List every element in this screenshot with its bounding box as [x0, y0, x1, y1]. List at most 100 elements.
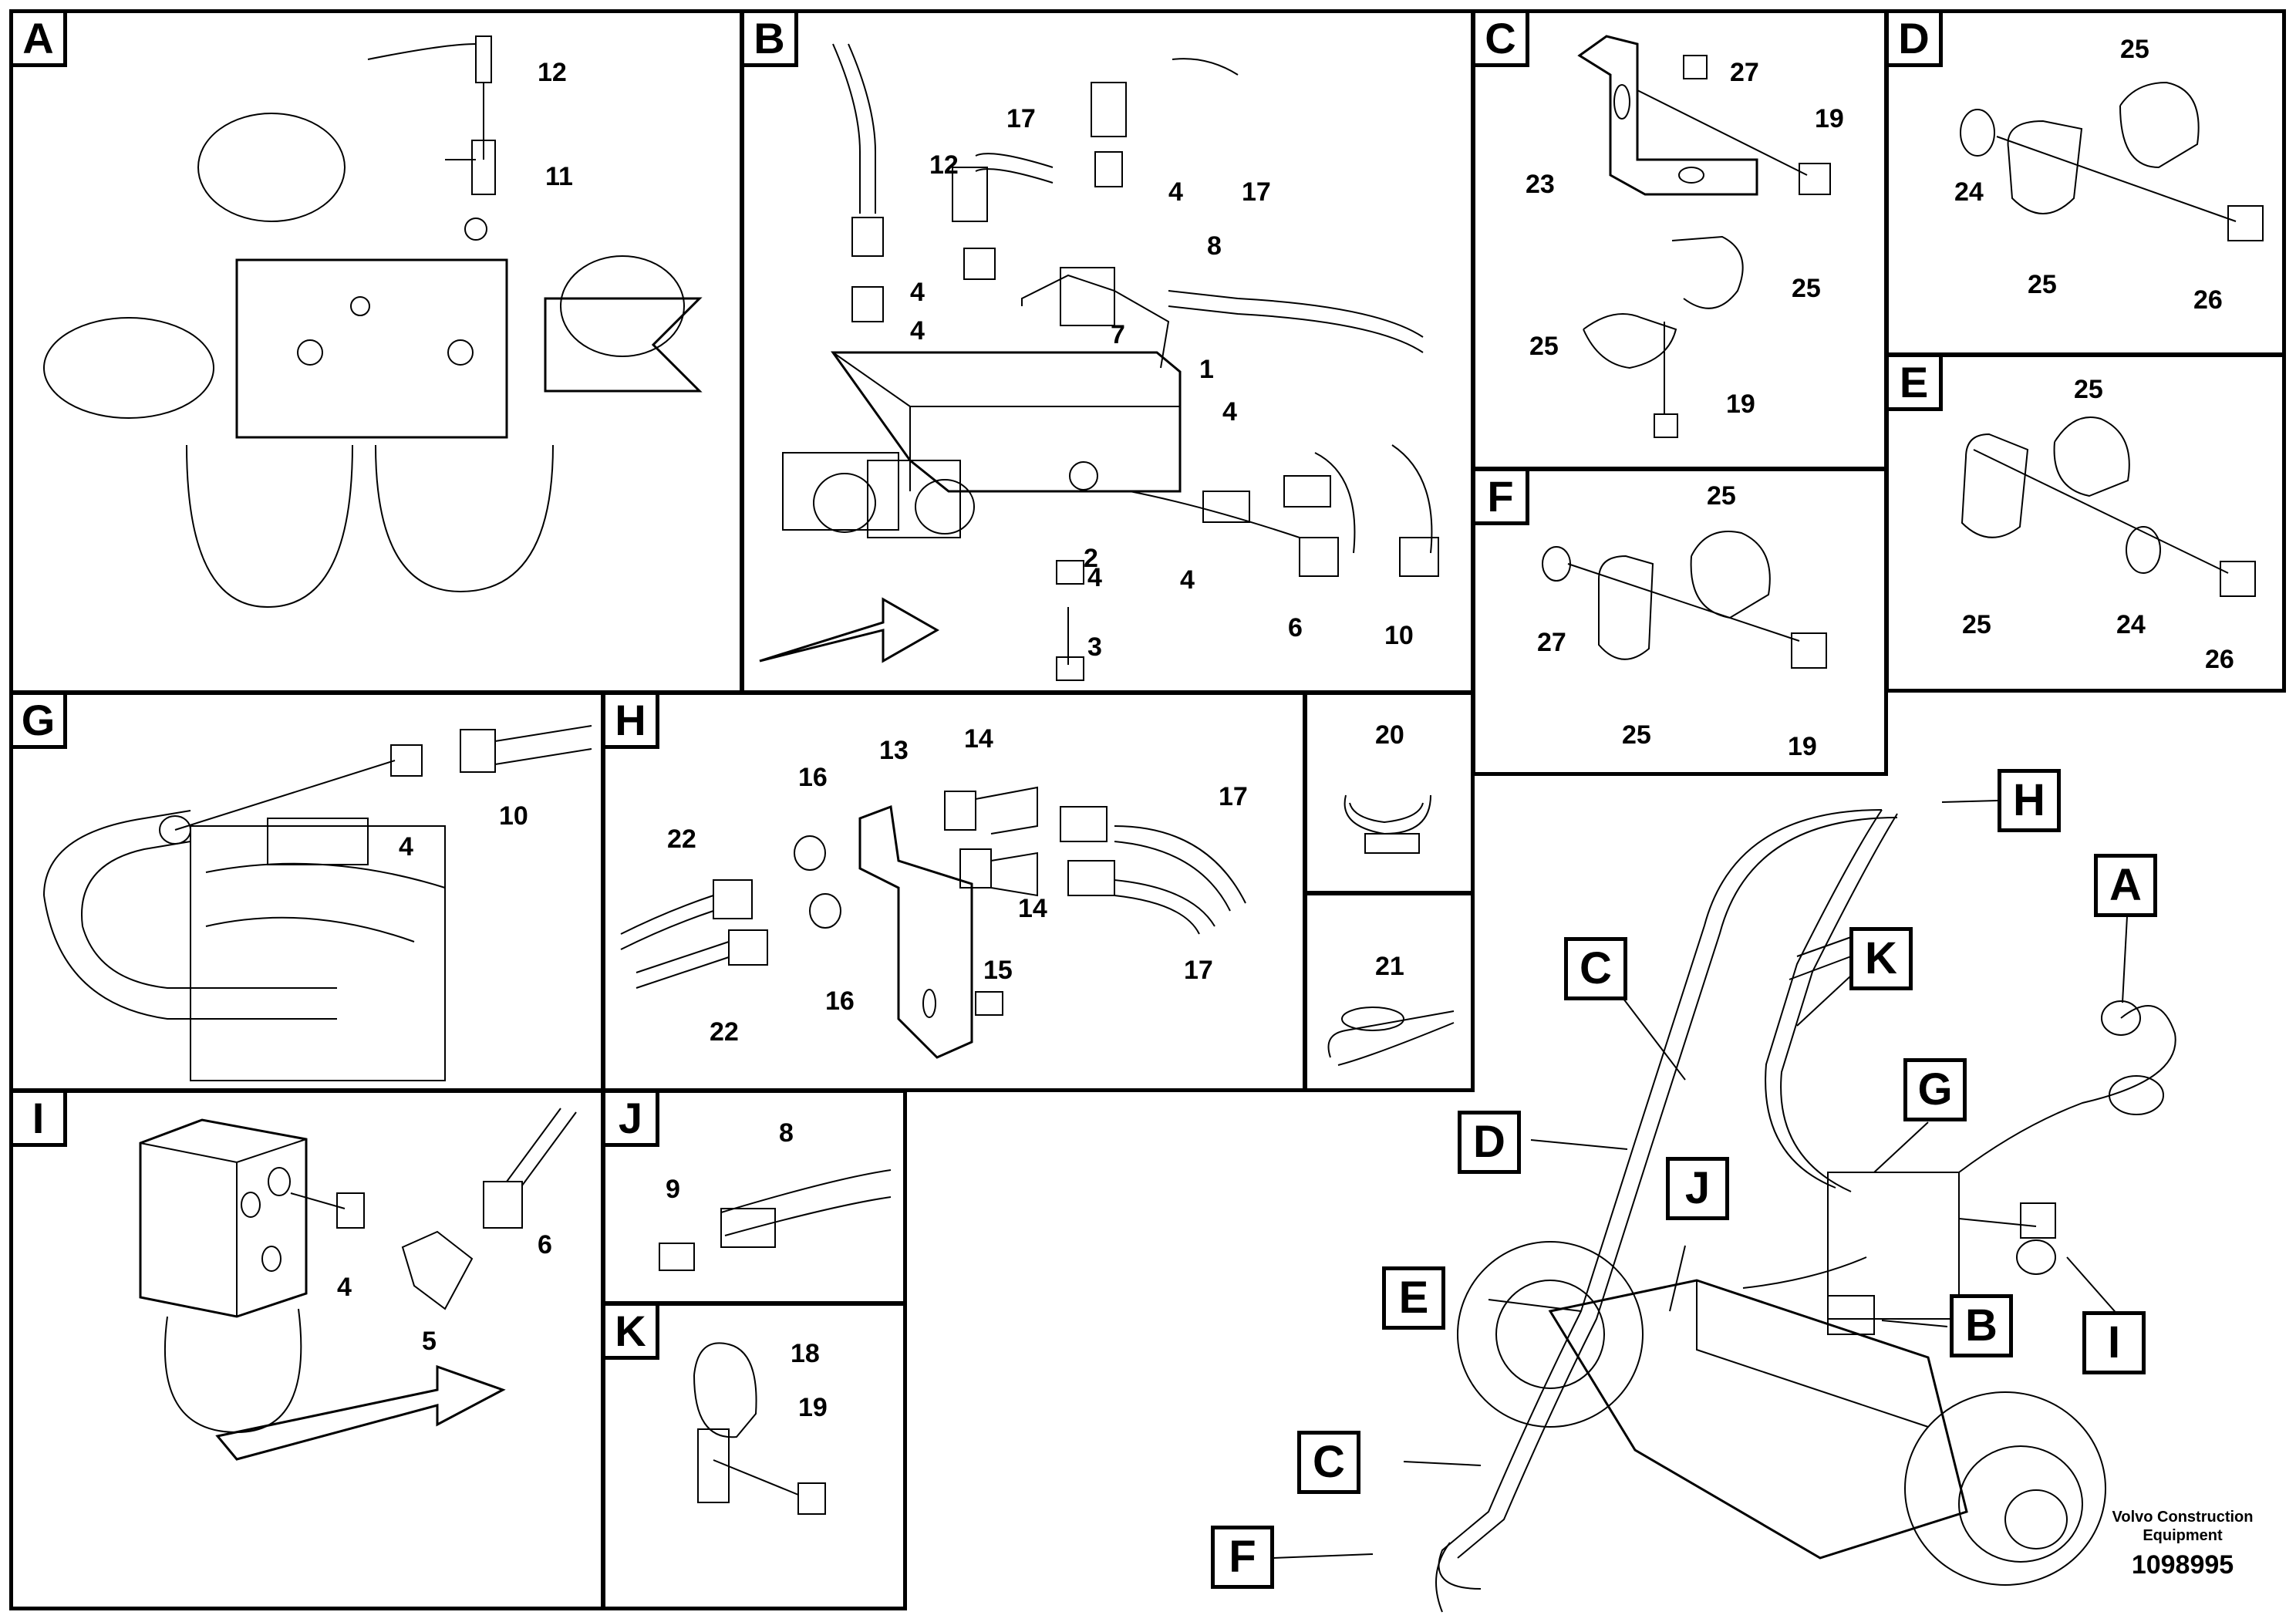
part-label: 27 [1730, 58, 1759, 87]
overview-callout-e: E [1382, 1266, 1445, 1330]
part-label: 22 [667, 824, 696, 854]
part-label: 5 [422, 1327, 437, 1356]
part-label: 19 [1815, 104, 1844, 133]
part-label: 14 [964, 724, 993, 754]
part-label: 4 [337, 1273, 352, 1302]
cable-tie-drawing [1307, 895, 1471, 1088]
part-label: 19 [1788, 732, 1817, 761]
part-label: 6 [538, 1230, 552, 1259]
panel-letter: E [1889, 357, 1943, 411]
drawing-number: 1098995 [2131, 1550, 2234, 1580]
part-label: 20 [1375, 720, 1404, 750]
part-label: 23 [1526, 170, 1555, 199]
part-label: 17 [1242, 177, 1271, 207]
clamp-set-drawing [1475, 471, 1884, 772]
part-label: 4 [399, 832, 413, 862]
accumulator-fitting-drawing [13, 1093, 601, 1607]
part-label: 25 [1792, 274, 1821, 303]
part-label: 17 [1184, 956, 1213, 985]
part-label: 17 [1006, 104, 1036, 133]
part-label: 25 [1707, 481, 1736, 511]
panel-letter: I [13, 1093, 67, 1147]
pump-connection-drawing [13, 695, 601, 1088]
hose-adapter-drawing [605, 1093, 903, 1301]
part-label: 12 [538, 58, 567, 87]
overview-callout-a: A [2094, 854, 2157, 917]
part-label: 24 [2116, 610, 2146, 639]
panel-i: I 4 5 6 [9, 1089, 605, 1610]
part-label: 22 [710, 1017, 739, 1047]
part-label: 3 [1087, 632, 1102, 662]
part-label: 25 [2120, 35, 2149, 64]
overview-callout-b: B [1950, 1294, 2013, 1357]
panel-a: A 12 11 [9, 9, 743, 694]
overview-callout-h: H [1998, 769, 2061, 832]
part-label: 25 [1962, 610, 1991, 639]
part-label: 25 [2074, 375, 2103, 404]
part-label: 25 [1622, 720, 1651, 750]
clip-set-drawing [605, 1306, 903, 1607]
panel-letter: F [1475, 471, 1529, 525]
panel-k: K 18 19 [602, 1302, 907, 1610]
part-label: 12 [929, 150, 959, 180]
overview-callout-c2: C [1297, 1431, 1360, 1494]
part-label: 10 [1384, 621, 1414, 650]
overview-callout-g: G [1903, 1058, 1967, 1121]
part-label: 4 [1168, 177, 1183, 207]
overview-callout-c: C [1564, 937, 1627, 1000]
panel-j: J 8 9 [602, 1089, 907, 1305]
valve-block-drawing [744, 13, 1471, 690]
part-label: 7 [1111, 320, 1125, 349]
part-label: 16 [798, 763, 828, 792]
part-label: 4 [1087, 563, 1102, 592]
part-label: 1 [1199, 355, 1214, 384]
overview-callout-k: K [1849, 927, 1913, 990]
part-label: 13 [879, 736, 909, 765]
panel-letter: A [13, 13, 67, 67]
part-label: 25 [1529, 332, 1559, 361]
panel-hose-clamp: 20 [1303, 691, 1475, 895]
part-label: 19 [798, 1393, 828, 1422]
accumulator-block-drawing [13, 13, 740, 690]
panel-letter: C [1475, 13, 1529, 67]
part-label: 2 [1084, 544, 1098, 573]
brand-name-line2: Equipment [2143, 1527, 2223, 1544]
part-label: 4 [910, 316, 925, 346]
panel-letter: J [605, 1093, 659, 1147]
panel-letter: D [1889, 13, 1943, 67]
part-label: 4 [910, 278, 925, 307]
panel-g: G 4 10 [9, 691, 605, 1092]
overview-callout-d: D [1458, 1111, 1521, 1174]
overview-callout-f: F [1211, 1526, 1274, 1589]
panel-c: C 27 19 23 25 25 19 [1472, 9, 1888, 470]
part-label: 11 [545, 162, 573, 191]
part-label: 8 [779, 1118, 794, 1148]
brand-name-line1: Volvo Construction [2112, 1509, 2254, 1526]
panel-h: H 13 14 16 22 14 17 [602, 691, 1306, 1092]
bracket-clamp-drawing [1475, 13, 1884, 467]
panel-letter: K [605, 1306, 659, 1360]
panel-f: F 25 27 25 19 [1472, 467, 1888, 776]
part-label: 18 [791, 1339, 820, 1368]
panel-b: B [740, 9, 1475, 694]
overview-callout-i: I [2082, 1311, 2146, 1374]
bracket-hose-drawing [605, 695, 1303, 1088]
panel-cable-tie: 21 [1303, 892, 1475, 1092]
part-label: 24 [1954, 177, 1984, 207]
part-label: 8 [1207, 231, 1222, 261]
part-label: 17 [1219, 782, 1248, 811]
part-label: 27 [1537, 628, 1566, 657]
part-label: 16 [825, 986, 855, 1016]
clamp-set-drawing [1889, 357, 2282, 689]
part-label: 15 [983, 956, 1013, 985]
panel-letter: H [605, 695, 659, 749]
panel-letter: B [744, 13, 798, 67]
part-label: 14 [1018, 894, 1047, 923]
part-label: 26 [2193, 285, 2223, 315]
part-label: 6 [1288, 613, 1303, 642]
hose-clamp-drawing [1307, 695, 1471, 891]
part-label: 26 [2205, 645, 2234, 674]
panel-letter: G [13, 695, 67, 749]
part-label: 19 [1726, 389, 1755, 419]
